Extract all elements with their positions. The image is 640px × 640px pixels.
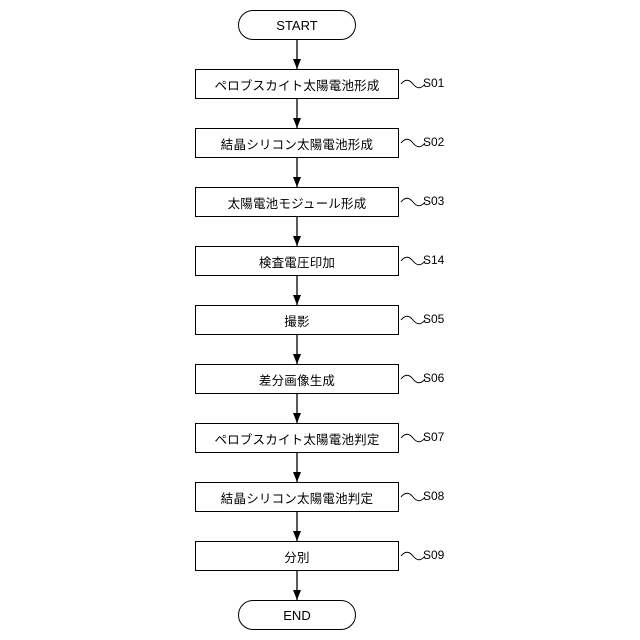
leader-squiggle (401, 257, 425, 265)
step-box-s01: ペロブスカイト太陽電池形成 (195, 69, 399, 99)
step-box-s03: 太陽電池モジュール形成 (195, 187, 399, 217)
step-code-s01: S01 (423, 76, 444, 90)
step-code-s05: S05 (423, 312, 444, 326)
connector-arrow-head (293, 413, 301, 423)
connector-arrow-head (293, 590, 301, 600)
connector-arrow-head (293, 118, 301, 128)
step-box-s08: 結晶シリコン太陽電池判定 (195, 482, 399, 512)
step-box-s07: ペロブスカイト太陽電池判定 (195, 423, 399, 453)
leader-squiggle (401, 493, 425, 501)
step-box-s06: 差分画像生成 (195, 364, 399, 394)
step-box-s14: 検査電圧印加 (195, 246, 399, 276)
step-code-s08: S08 (423, 489, 444, 503)
step-box-s05: 撮影 (195, 305, 399, 335)
step-code-s03: S03 (423, 194, 444, 208)
connector-arrow-head (293, 531, 301, 541)
step-code-s07: S07 (423, 430, 444, 444)
step-box-s09: 分別 (195, 541, 399, 571)
connector-arrow-head (293, 472, 301, 482)
leader-squiggle (401, 375, 425, 383)
leader-squiggle (401, 198, 425, 206)
connector-arrow-head (293, 59, 301, 69)
connector-arrow-head (293, 177, 301, 187)
leader-squiggle (401, 139, 425, 147)
step-code-s02: S02 (423, 135, 444, 149)
step-box-s02: 結晶シリコン太陽電池形成 (195, 128, 399, 158)
leader-squiggle (401, 316, 425, 324)
leader-squiggle (401, 80, 425, 88)
leader-squiggle (401, 552, 425, 560)
step-code-s06: S06 (423, 371, 444, 385)
connector-arrow-head (293, 354, 301, 364)
connector-arrow-head (293, 295, 301, 305)
step-code-s14: S14 (423, 253, 444, 267)
end-terminal: END (238, 600, 356, 630)
connector-arrow-head (293, 236, 301, 246)
step-code-s09: S09 (423, 548, 444, 562)
start-terminal: START (238, 10, 356, 40)
leader-squiggle (401, 434, 425, 442)
